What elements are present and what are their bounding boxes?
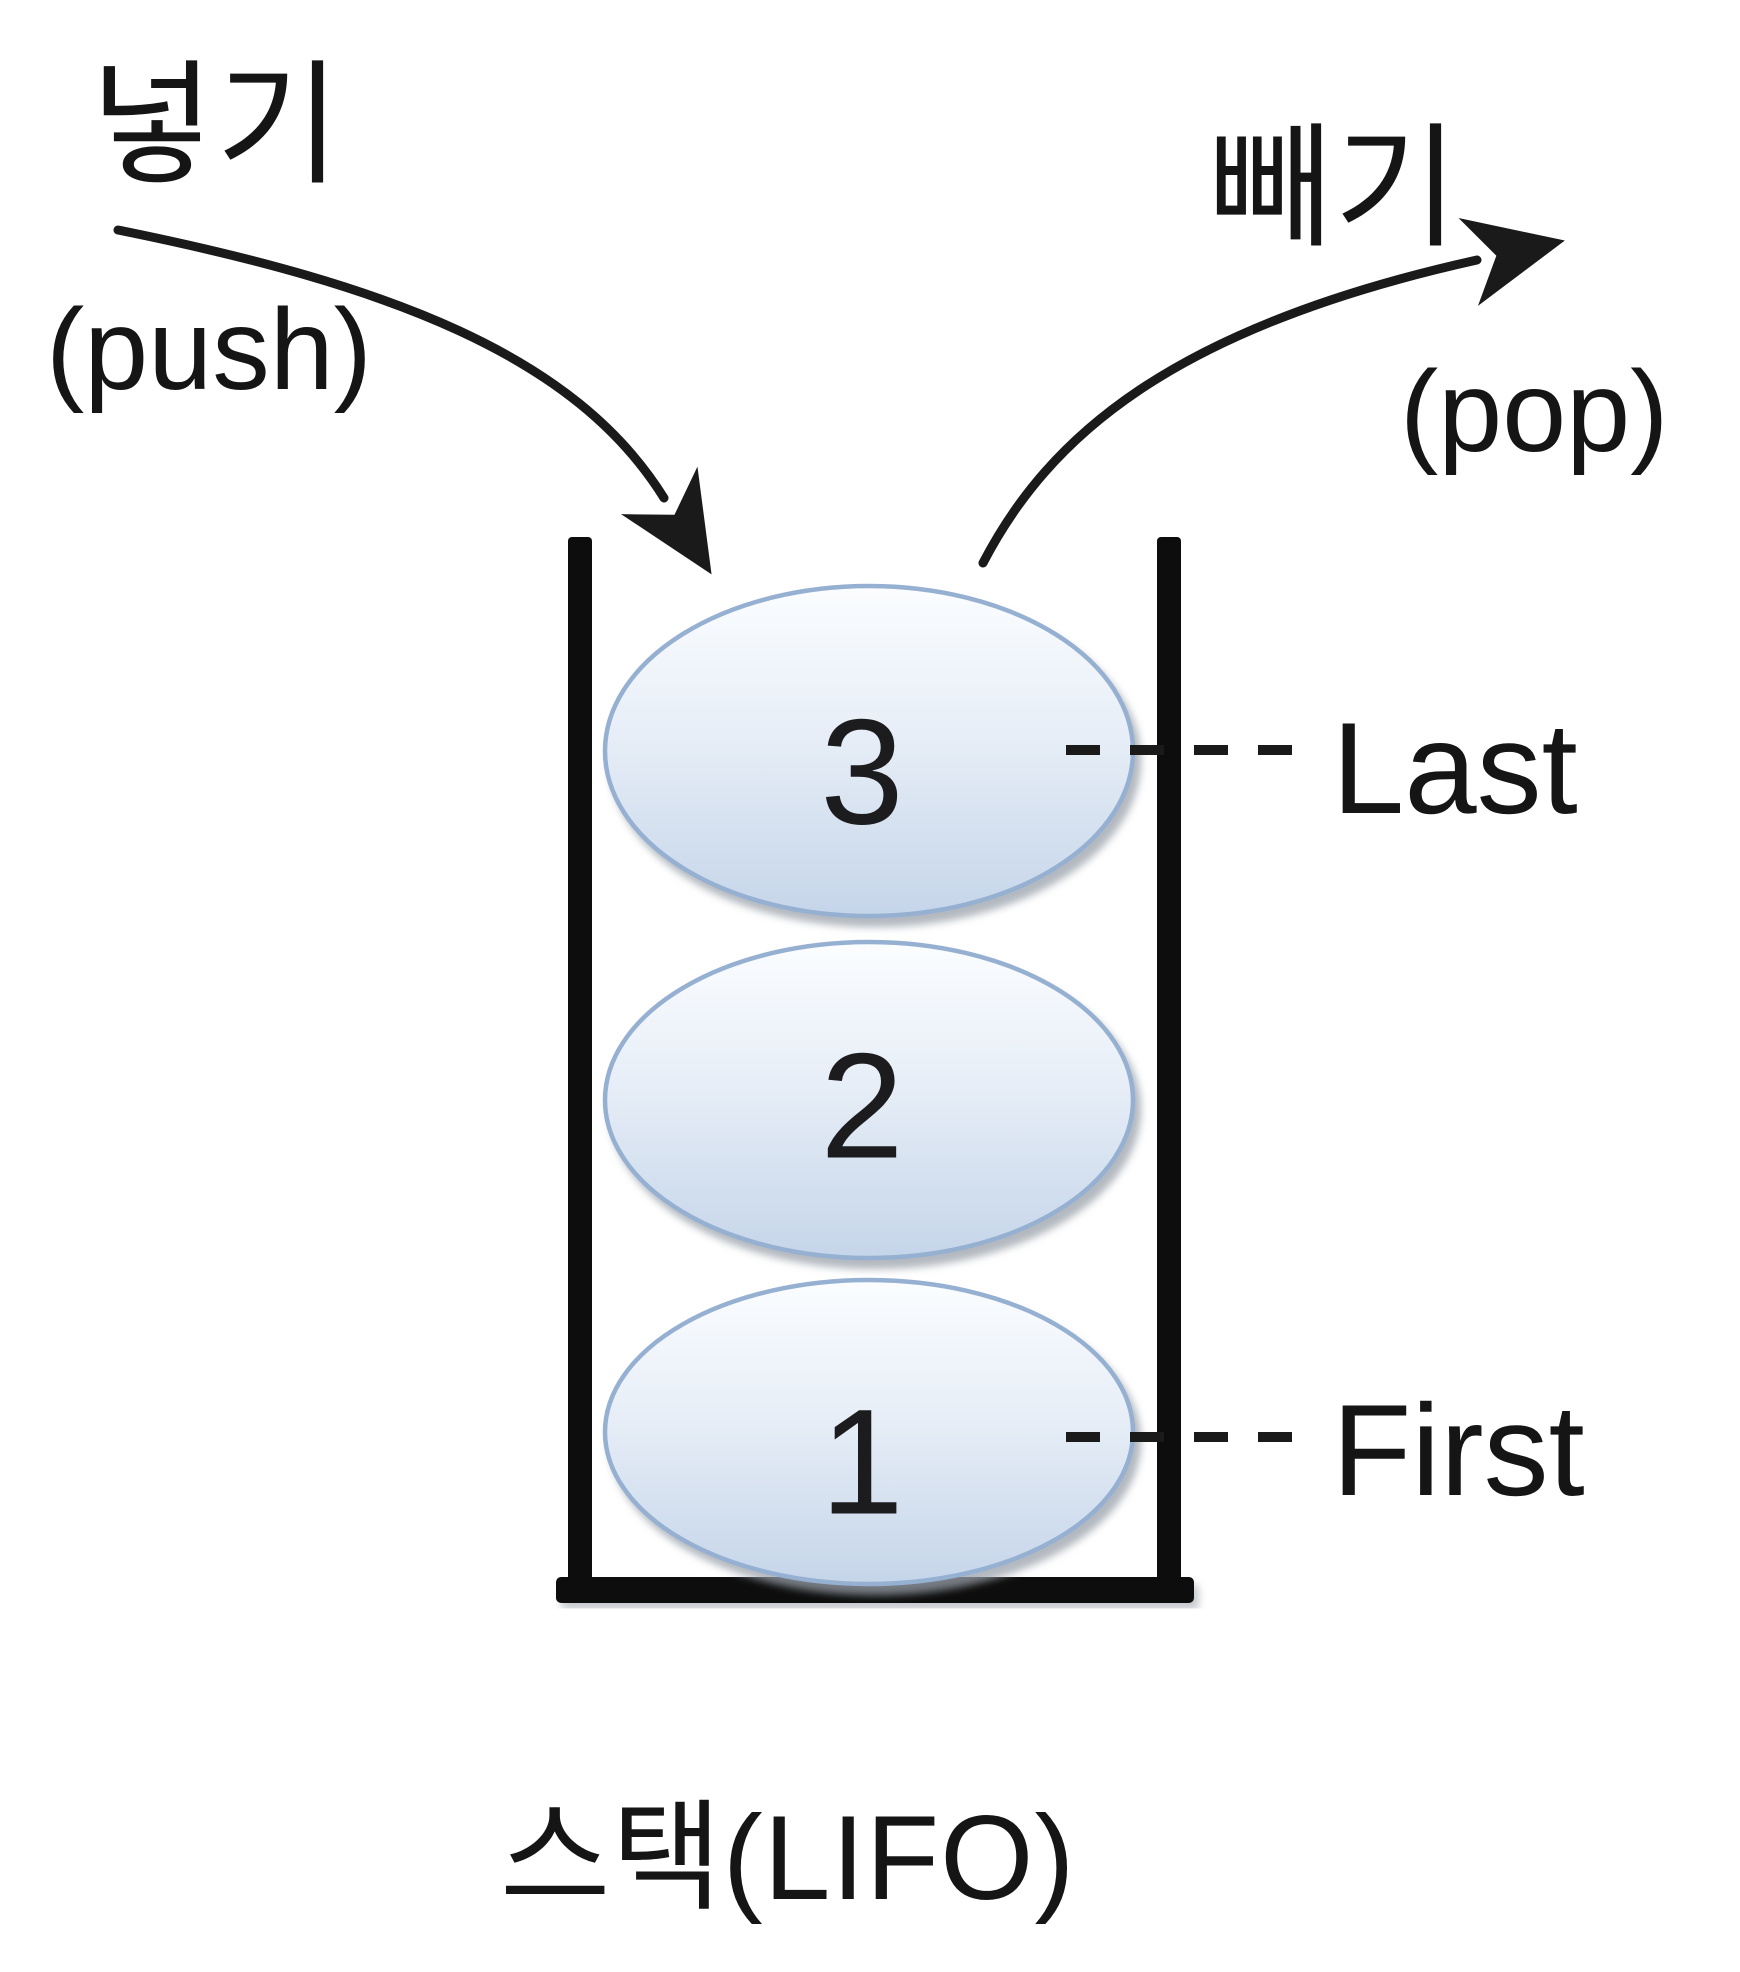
pop-arrow <box>978 218 1565 568</box>
stack-item-value-1: 1 <box>820 1377 904 1546</box>
pop-korean-label: 빼기 <box>1208 113 1461 264</box>
push-korean-label: 넣기 <box>90 50 343 201</box>
stack-item-value-2: 2 <box>820 1021 904 1190</box>
container-left-wall <box>568 537 592 1601</box>
container-bottom <box>556 1577 1194 1603</box>
stack-item-ellipse-2 <box>602 939 1136 1261</box>
push-arrow <box>113 225 712 575</box>
stack-caption: 스택(LIFO) <box>500 1791 1076 1925</box>
stack-items <box>602 583 1136 1587</box>
first-label: First <box>1332 1377 1585 1523</box>
last-label: Last <box>1332 695 1578 841</box>
stack-item-value-3: 3 <box>820 687 904 856</box>
stack-container <box>556 537 1194 1603</box>
container-right-wall <box>1157 537 1181 1601</box>
push-english-label: (push) <box>46 286 372 414</box>
pop-english-label: (pop) <box>1400 348 1669 476</box>
